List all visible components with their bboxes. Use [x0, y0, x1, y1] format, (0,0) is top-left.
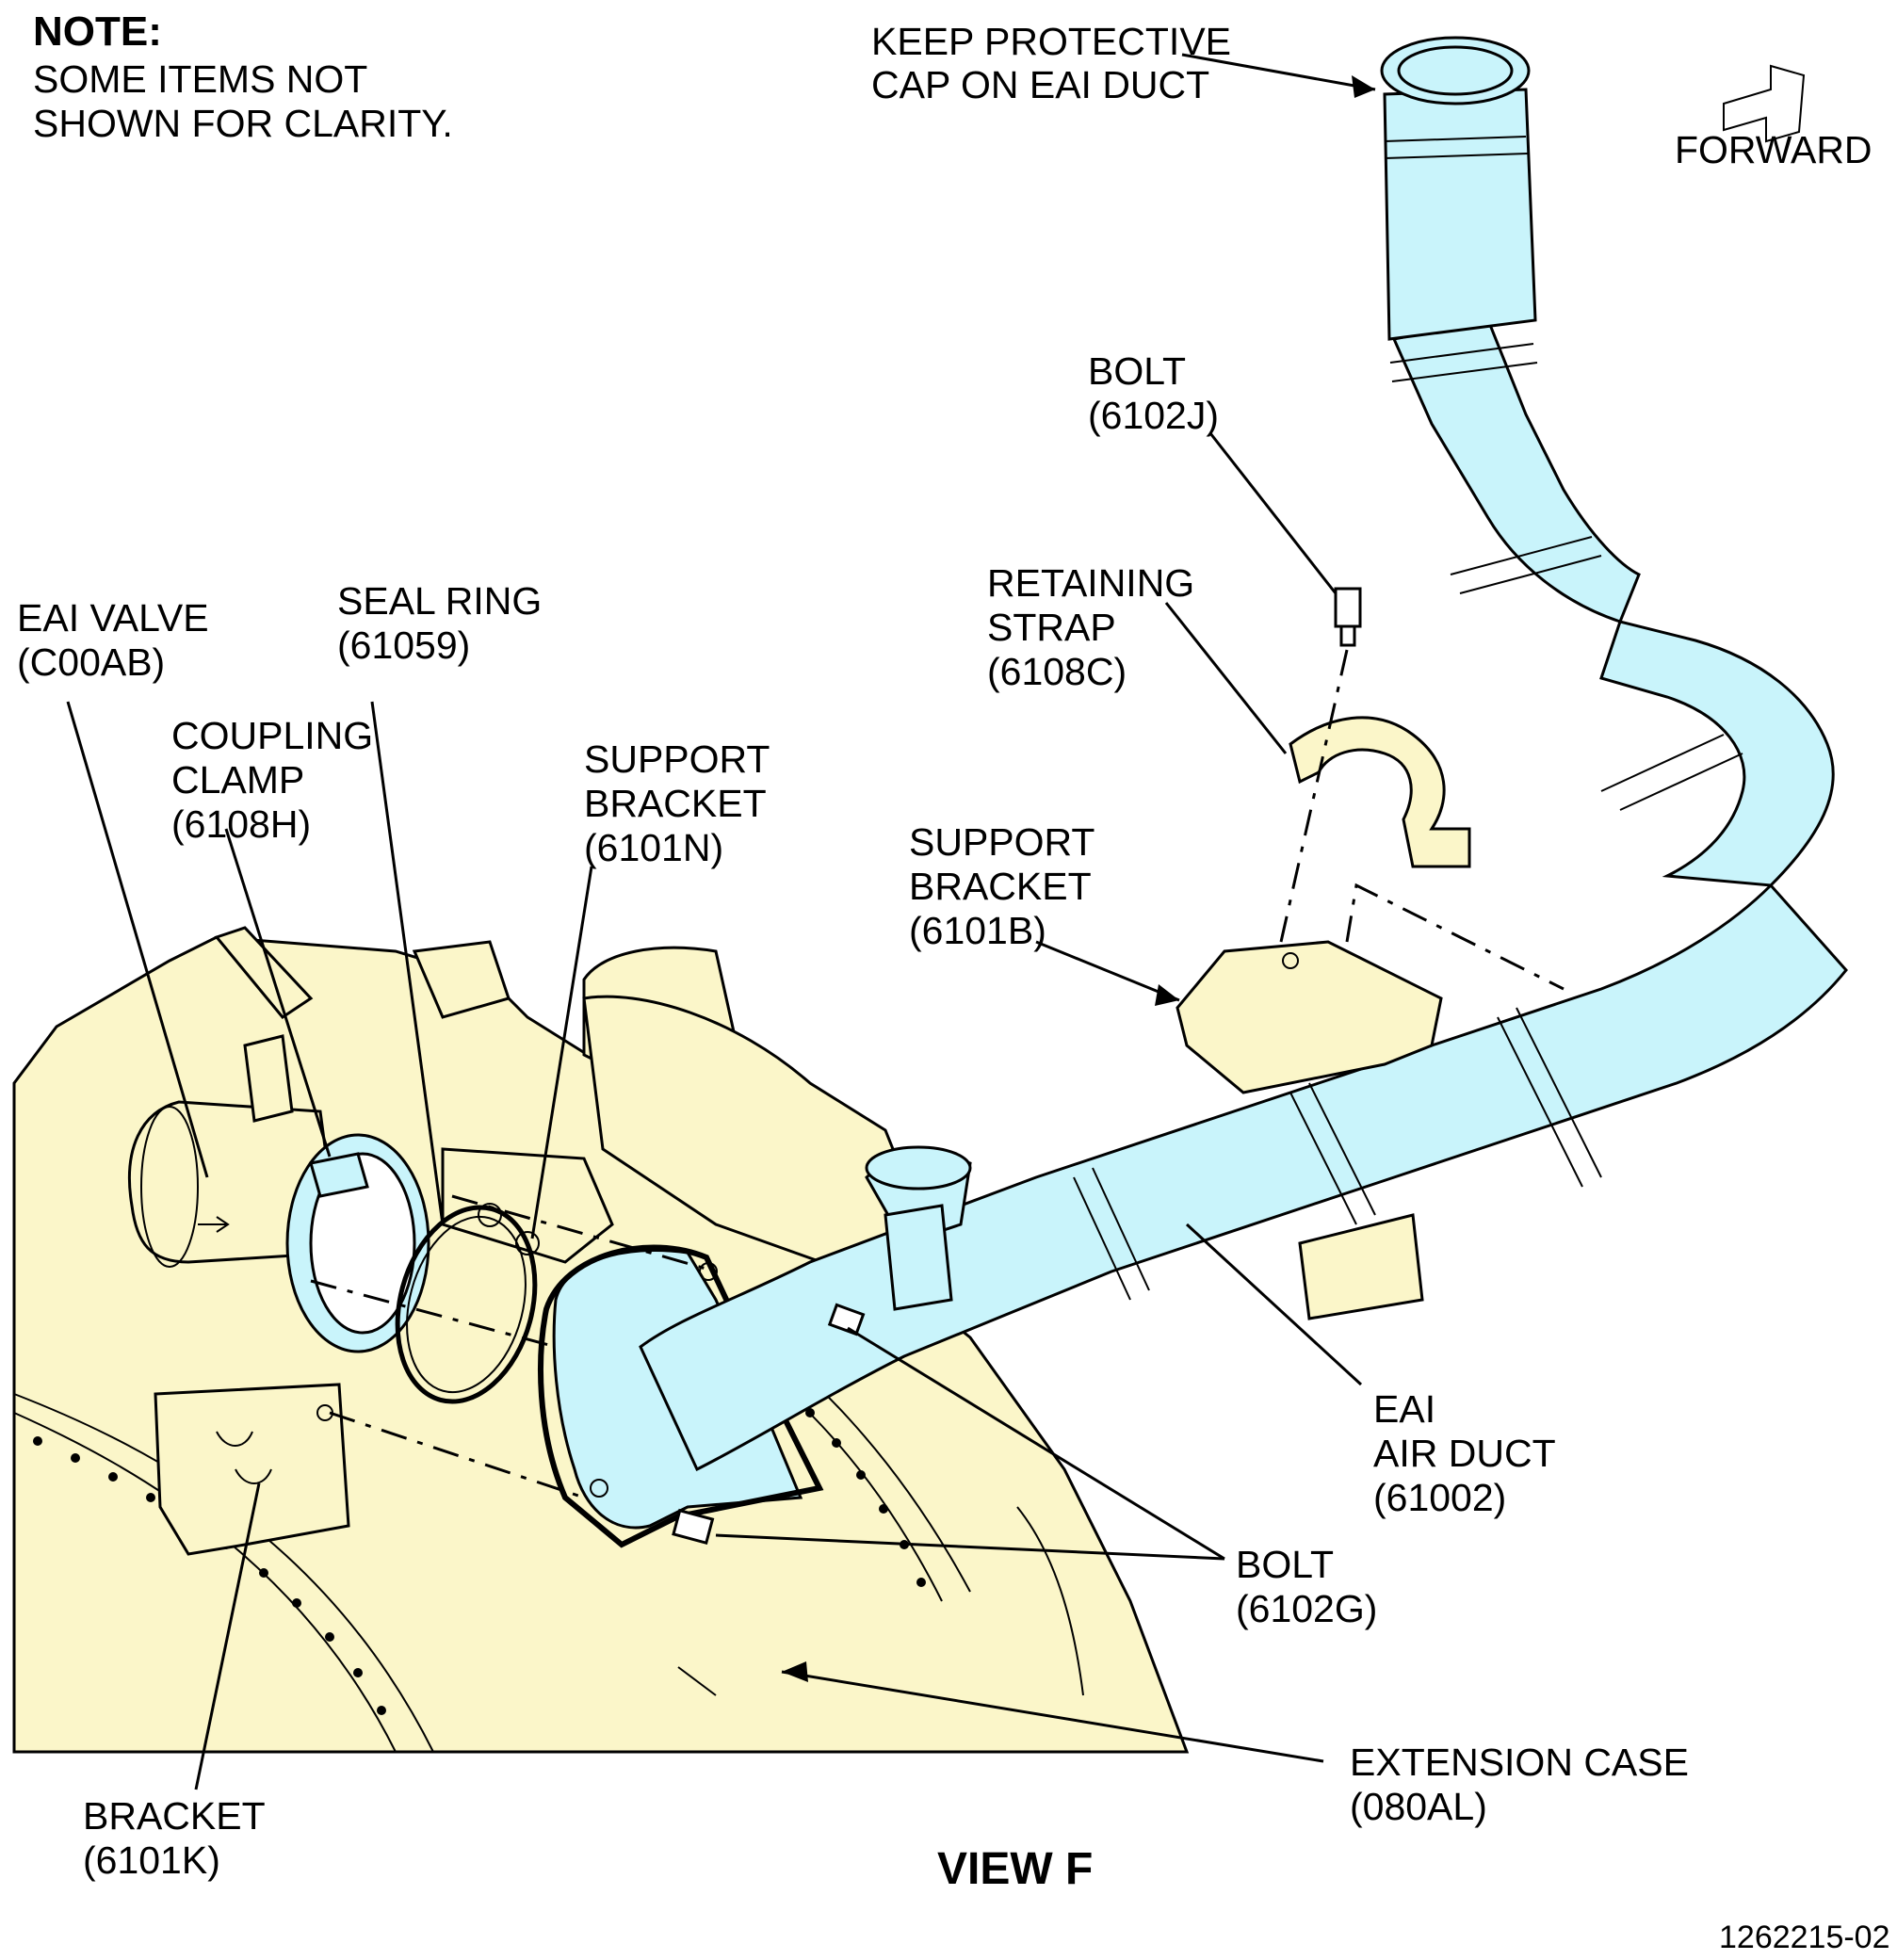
bracket-k-line-2: (6101K)	[83, 1839, 220, 1882]
eai-valve-line-1: EAI VALVE	[17, 596, 209, 640]
seal-ring-line-1: SEAL RING	[337, 579, 542, 623]
label-eai-valve: EAI VALVE (C00AB)	[17, 596, 209, 684]
retaining-strap-line-3: (6108C)	[987, 650, 1127, 693]
label-eai-air-duct: EAI AIR DUCT (61002)	[1373, 1387, 1556, 1519]
bolt-g-line-1: BOLT	[1236, 1543, 1334, 1586]
label-extension-case: EXTENSION CASE (080AL)	[1350, 1741, 1689, 1828]
bolt-j-drawing	[1334, 587, 1362, 647]
bolt-j-line-1: BOLT	[1088, 349, 1186, 393]
extension-case-line-2: (080AL)	[1350, 1785, 1487, 1828]
figure-number: 1262215-02	[1719, 1920, 1890, 1955]
coupling-clamp-line-1: COUPLING	[171, 714, 373, 757]
retaining-strap-line-1: RETAINING	[987, 561, 1194, 605]
note-title: NOTE:	[33, 8, 162, 55]
support-bracket-b-line-3: (6101B)	[909, 909, 1046, 952]
leader-lines	[66, 53, 1376, 1790]
bracket-k-drawing	[154, 1383, 350, 1556]
label-coupling-clamp: COUPLING CLAMP (6108H)	[171, 714, 373, 846]
forward-label: FORWARD	[1675, 128, 1873, 171]
bolt-g-drawing	[672, 1303, 866, 1546]
bolt-j-line-2: (6102J)	[1088, 394, 1219, 437]
note-line-1: SOME ITEMS NOT	[33, 57, 367, 101]
eai-air-duct-line-3: (61002)	[1373, 1476, 1506, 1519]
coupling-clamp-drawing	[285, 1133, 430, 1353]
support-bracket-b-line-1: SUPPORT	[909, 820, 1094, 864]
label-protective-cap: KEEP PROTECTIVE CAP ON EAI DUCT	[871, 20, 1231, 106]
label-retaining-strap: RETAINING STRAP (6108C)	[987, 561, 1194, 693]
eai-air-duct-drawing	[639, 36, 1848, 1472]
label-support-bracket-b: SUPPORT BRACKET (6101B)	[909, 820, 1094, 952]
bolt-g-line-2: (6102G)	[1236, 1587, 1377, 1630]
label-bolt-g: BOLT (6102G)	[1236, 1543, 1377, 1630]
forward-arrow-icon	[1723, 64, 1806, 143]
eai-valve-line-2: (C00AB)	[17, 640, 165, 684]
coupling-clamp-line-2: CLAMP	[171, 758, 304, 802]
extension-case-line-1: EXTENSION CASE	[1350, 1741, 1689, 1784]
eai-valve-drawing	[127, 1034, 341, 1268]
support-bracket-b-line-2: BRACKET	[909, 865, 1092, 908]
eai-air-duct-line-1: EAI	[1373, 1387, 1435, 1431]
view-title: VIEW F	[937, 1844, 1093, 1894]
note-block: NOTE: SOME ITEMS NOT SHOWN FOR CLARITY.	[33, 8, 453, 145]
protective-cap-line-2: CAP ON EAI DUCT	[871, 63, 1209, 106]
assembly-centerlines	[310, 649, 1565, 1499]
coupling-clamp-line-3: (6108H)	[171, 802, 311, 846]
label-seal-ring: SEAL RING (61059)	[337, 579, 542, 667]
support-bracket-n-line-2: BRACKET	[584, 782, 767, 825]
note-line-2: SHOWN FOR CLARITY.	[33, 102, 453, 145]
support-bracket-n-line-1: SUPPORT	[584, 737, 770, 781]
retaining-strap-line-2: STRAP	[987, 606, 1116, 649]
support-bracket-n-line-3: (6101N)	[584, 826, 723, 869]
protective-cap-line-1: KEEP PROTECTIVE	[871, 20, 1231, 63]
label-support-bracket-n: SUPPORT BRACKET (6101N)	[584, 737, 770, 869]
seal-ring-line-2: (61059)	[337, 624, 470, 667]
eai-air-duct-line-2: AIR DUCT	[1373, 1432, 1556, 1475]
support-bracket-b-drawing	[1175, 940, 1443, 1320]
label-bracket-k: BRACKET (6101K)	[83, 1794, 266, 1882]
retaining-strap-drawing	[1289, 716, 1471, 868]
bracket-k-line-1: BRACKET	[83, 1794, 266, 1838]
label-bolt-j: BOLT (6102J)	[1088, 349, 1219, 437]
